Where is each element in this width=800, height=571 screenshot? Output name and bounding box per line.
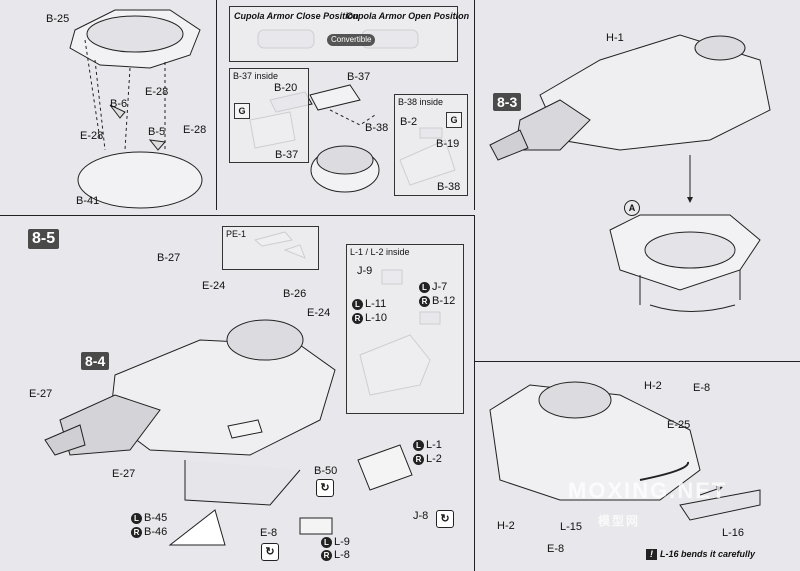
part-label-j9: J-9: [357, 265, 373, 277]
warning-note: !L-16 bends it carefully: [646, 549, 755, 560]
part-label-e27b: E-27: [112, 468, 136, 480]
b38-inside-title: B-38 inside: [398, 97, 444, 107]
watermark-main: MOXING.NET: [568, 478, 728, 503]
part-label-e8c: E-8: [547, 543, 565, 555]
part-label-b50: B-50: [314, 465, 338, 477]
r-icon: R: [321, 550, 332, 561]
step-badge-8-4: 8-4: [81, 352, 110, 370]
part-label-b37a: B-37: [347, 71, 371, 83]
part-label-e28b: E-28: [80, 130, 104, 142]
rotate-icon: ↻: [261, 543, 279, 561]
pe1-title: PE-1: [226, 229, 247, 239]
rotate-icon: ↻: [316, 479, 334, 497]
part-label-b20: B-20: [274, 82, 298, 94]
b37-inside-title: B-37 inside: [233, 71, 279, 81]
step-badge-8-3: 8-3: [493, 93, 522, 111]
part-label-e24a: E-24: [202, 280, 226, 292]
l1-l2-inside-box: [346, 244, 464, 414]
rotate-icon: ↻: [436, 510, 454, 528]
warning-icon: !: [646, 549, 657, 560]
part-label-b37b: B-37: [275, 149, 299, 161]
ring-base-top-left: [77, 151, 203, 209]
r-icon: R: [419, 296, 430, 307]
g-icon: G: [234, 103, 250, 119]
part-label-b38b: B-38: [437, 181, 461, 193]
l-icon: L: [131, 513, 142, 524]
part-label-e28a: E-28: [145, 86, 169, 98]
part-label-l16: L-16: [722, 527, 745, 539]
part-label-e24b: E-24: [307, 307, 331, 319]
part-label-e25: E-25: [667, 419, 691, 431]
watermark-sub: 模型网: [598, 514, 641, 528]
part-label-e8a: E-8: [260, 527, 278, 539]
convertible-label: Convertible: [327, 34, 376, 46]
circle-marker-a: A: [624, 200, 640, 216]
part-label-b26: B-26: [283, 288, 307, 300]
l-icon: L: [413, 440, 424, 451]
part-label-b5: B-5: [148, 126, 166, 138]
divider-vertical-right: [474, 215, 475, 361]
part-label-h1: H-1: [606, 32, 624, 44]
part-label-b41: B-41: [76, 195, 100, 207]
divider-horizontal-left: [0, 215, 474, 216]
cupola-close-title: Cupola Armor Close Position: [234, 11, 359, 21]
part-label-e28c: E-28: [183, 124, 207, 136]
turret-8-4: [109, 339, 336, 456]
cupola-ring-lower-right: [538, 381, 612, 419]
divider-vertical-lower: [474, 361, 475, 571]
part-label-b27: B-27: [157, 252, 181, 264]
pe1-box: [222, 226, 319, 270]
part-label-l15: L-15: [560, 521, 583, 533]
l-icon: L: [321, 537, 332, 548]
b38-inside-box: [394, 94, 468, 196]
divider-vertical-mid: [474, 0, 475, 210]
r-icon: R: [413, 454, 424, 465]
part-label-b19: B-19: [436, 138, 460, 150]
r-icon: R: [131, 527, 142, 538]
part-label-b25: B-25: [46, 13, 70, 25]
part-label-b2: B-2: [400, 116, 418, 128]
l-icon: L: [352, 299, 363, 310]
part-label-h2a: H-2: [644, 380, 662, 392]
divider-horizontal-right: [474, 361, 800, 362]
part-label-j8: J-8: [413, 510, 429, 522]
turret-8-3: [539, 34, 771, 151]
l-icon: L: [419, 282, 430, 293]
l1-l2-inside-title: L-1 / L-2 inside: [350, 247, 410, 257]
step-badge-8-5: 8-5: [28, 229, 60, 249]
part-label-e27a: E-27: [29, 388, 53, 400]
part-label-h2b: H-2: [497, 520, 515, 532]
part-label-b38a: B-38: [365, 122, 389, 134]
part-label-e8b: E-8: [693, 382, 711, 394]
cupola-open-title: Cupola Armor Open Position: [346, 11, 470, 21]
r-icon: R: [352, 313, 363, 324]
divider-vertical-left: [216, 0, 217, 210]
g-icon: G: [446, 112, 462, 128]
part-label-b6: B-6: [110, 98, 128, 110]
b37-inside-box: [229, 68, 309, 163]
